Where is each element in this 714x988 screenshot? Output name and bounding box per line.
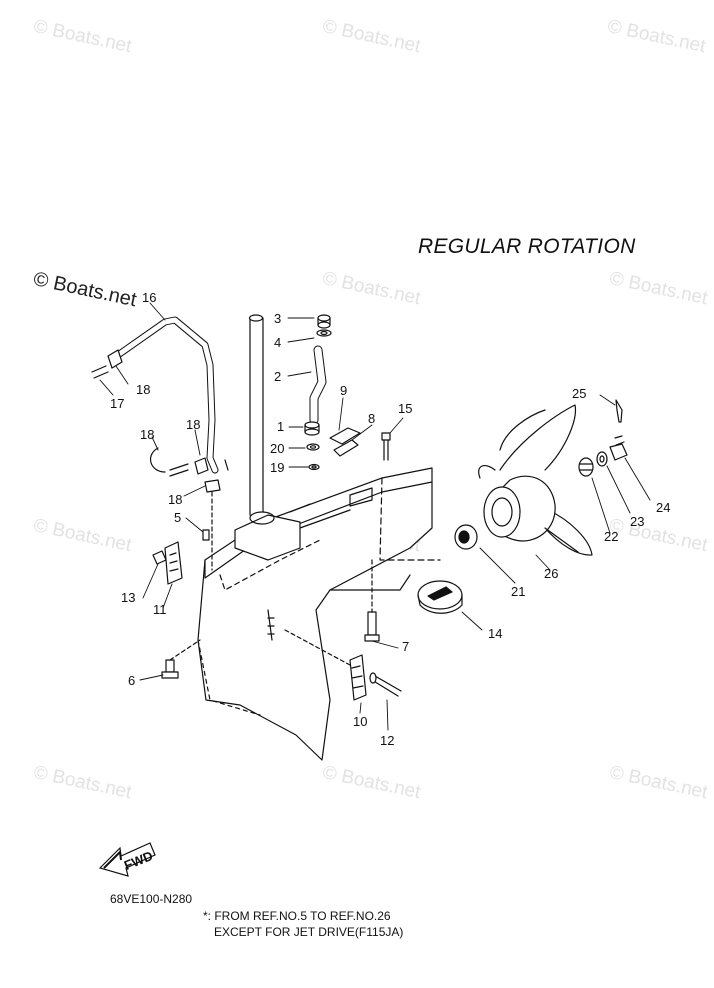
callout-2: 2 xyxy=(274,369,281,384)
prop-hardware xyxy=(578,399,628,477)
footnote-line-1: *: FROM REF.NO.5 TO REF.NO.26 xyxy=(203,909,391,923)
lower-casing xyxy=(197,467,441,761)
callout-18: 18 xyxy=(136,382,150,397)
callout-numbers: 3 4 2 1 20 19 9 8 15 16 18 17 18 18 18 5… xyxy=(110,290,670,748)
grommet-2 xyxy=(309,345,327,425)
callout-11: 11 xyxy=(153,602,167,617)
callout-16: 16 xyxy=(142,290,156,305)
callout-1: 1 xyxy=(277,419,284,434)
callout-14: 14 xyxy=(488,626,502,641)
leader-lines xyxy=(99,302,651,731)
fwd-arrow: FWD xyxy=(98,842,156,877)
callout-9: 9 xyxy=(340,383,347,398)
footnote: *: FROM REF.NO.5 TO REF.NO.26 EXCEPT FOR… xyxy=(203,908,403,940)
callout-18: 18 xyxy=(168,492,182,507)
diagram-heading: REGULAR ROTATION xyxy=(418,235,636,258)
callout-21: 21 xyxy=(511,584,525,599)
anodes xyxy=(152,541,402,701)
fwd-label: FWD xyxy=(122,848,155,873)
propeller-26 xyxy=(478,404,593,556)
callout-6: 6 xyxy=(128,673,135,688)
small-seals xyxy=(304,314,332,471)
callout-15: 15 xyxy=(398,401,412,416)
drive-shaft xyxy=(248,314,264,516)
footnote-line-2: EXCEPT FOR JET DRIVE(F115JA) xyxy=(214,925,404,939)
callout-4: 4 xyxy=(274,335,281,350)
callout-19: 19 xyxy=(270,460,284,475)
callout-7: 7 xyxy=(402,639,409,654)
callout-13: 13 xyxy=(121,590,135,605)
seal-pads-8-9 xyxy=(329,427,361,457)
pin-and-bolts xyxy=(161,529,380,679)
callout-18: 18 xyxy=(186,417,200,432)
callout-20: 20 xyxy=(270,441,284,456)
diagram-code: 68VE100-N280 xyxy=(110,892,193,906)
thrust-washer-21 xyxy=(454,524,478,550)
callout-12: 12 xyxy=(380,733,394,748)
callout-25: 25 xyxy=(572,386,586,401)
callout-8: 8 xyxy=(368,411,375,426)
hose-fittings-left xyxy=(91,349,221,571)
callout-3: 3 xyxy=(274,311,281,326)
callout-17: 17 xyxy=(110,396,124,411)
callout-5: 5 xyxy=(174,510,181,525)
water-tube-16 xyxy=(114,316,229,474)
bolt-15 xyxy=(381,432,391,461)
callout-26: 26 xyxy=(544,566,558,581)
callout-23: 23 xyxy=(630,514,644,529)
callout-22: 22 xyxy=(604,529,618,544)
callout-10: 10 xyxy=(353,714,367,729)
callout-24: 24 xyxy=(656,500,670,515)
callout-18: 18 xyxy=(140,427,154,442)
trim-tab-14 xyxy=(417,580,463,614)
